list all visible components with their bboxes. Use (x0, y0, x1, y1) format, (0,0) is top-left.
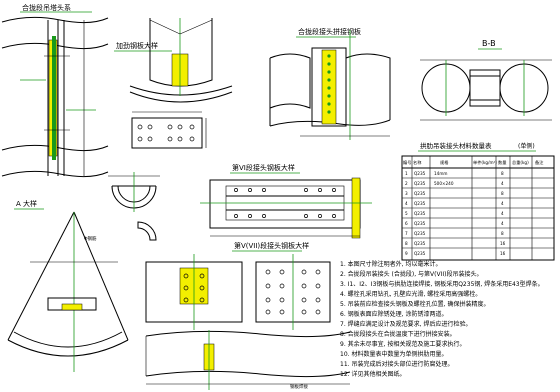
weld-note-label: 钢板焊接 (290, 383, 308, 390)
table-cell: 5 (405, 211, 408, 216)
note-line: 4. 螺栓孔采用钻孔, 孔壁应光滑, 螺栓采用高强螺栓。 (340, 290, 481, 298)
notes-block: 1. 本图尺寸除注明者外, 均以毫米计。 2. 合拢段吊装接头 (合拢段), 与… (340, 260, 544, 378)
table-cell: Q235 (414, 171, 426, 176)
table-cell: 7 (405, 231, 408, 236)
section-title: B-B (482, 39, 496, 48)
table-header-cell: 规格 (440, 159, 449, 166)
table-header-cell: 单件(kg/m²) (473, 159, 497, 166)
table-cell: Q235 (414, 181, 426, 186)
table-header-cell: 名称 (413, 159, 421, 166)
note-line: 3. I1、I2、I3钢板与拱肋连接焊接, 钢板采用Q235钢, 焊条采用E43… (340, 280, 544, 288)
table-cell: 8 (405, 241, 408, 246)
table-cell: 4 (405, 201, 408, 206)
table-cell: 4 (501, 201, 504, 206)
saddle-section (108, 172, 160, 212)
table-cell: Q235 (414, 221, 426, 226)
note-line: 7. 焊缝应满足设计及规范要求, 焊后应进行检验。 (340, 320, 471, 328)
table-cell: 8 (501, 231, 504, 236)
plate-vi-detail: 第VI段接头钢板大样 (200, 163, 372, 239)
note-line: 8. 合拢段接头在合拢温度下进行拼接安装。 (340, 330, 456, 338)
table-header-cell: 数量 (498, 159, 506, 166)
note-line: 6. 钢板表面应除锈处理, 涂防锈漆两道。 (340, 310, 447, 318)
table-header-cell: 总重(kg) (512, 159, 529, 165)
table-cell: 16 (500, 251, 506, 256)
note-line: 5. 吊装前应检查接头钢板及螺栓孔位置, 确保拼装精度。 (340, 300, 489, 308)
detail-a: A 大样 Φ钢筋 (7, 199, 157, 372)
table-cell: 9 (405, 251, 408, 256)
plate-v-title: 第V(VII)段接头钢板大样 (234, 241, 309, 250)
table-cell: 8 (501, 171, 504, 176)
table-cell: 500×240 (434, 181, 454, 186)
note-line: 2. 合拢段吊装接头 (合拢段), 与第V(VII)段吊装接头。 (340, 270, 482, 278)
note-line: 10. 材料数量表中数量为单侧拱肋用量。 (340, 350, 447, 358)
plate-vi-title: 第VI段接头钢板大样 (232, 163, 295, 172)
table-cell: 14mm (434, 171, 448, 176)
splice-plate-title: 合拢段接头拼接钢板 (298, 27, 361, 36)
table-header-cell: 编号 (403, 159, 411, 166)
table-cell: 4 (501, 221, 504, 226)
table-cell: 1 (405, 171, 408, 176)
table-cell: 2 (405, 181, 408, 186)
stiffener-detail-title: 加劲钢板大样 (116, 41, 158, 50)
detail-a-title: A 大样 (16, 199, 37, 208)
section-b-b: B-B (420, 39, 552, 121)
note-line: 9. 其余未尽事宜, 按相关规范及施工要求执行。 (340, 340, 465, 348)
note-line: 1. 本图尺寸除注明者外, 均以毫米计。 (340, 260, 441, 268)
table-cell: Q235 (414, 231, 426, 236)
table-cell: 8 (501, 191, 504, 196)
material-table-unit: (单侧) (518, 142, 535, 150)
table-cell: Q235 (414, 251, 426, 256)
table-cell: Q235 (414, 201, 426, 206)
table-cell: 6 (405, 221, 408, 226)
table-header-cell: 备注 (535, 159, 544, 166)
note-line: 12. 详见其他相关图纸。 (340, 370, 405, 378)
guardrail-detail-title: 合拢段吊塔头系 (22, 3, 71, 12)
table-cell: 4 (501, 211, 504, 216)
welded-bar-label: Φ钢筋 (84, 235, 97, 242)
material-table: 拱肋吊装接头材料数量表 (单侧) 编号 名称 规格 单件(kg/m²) 数量 总… (401, 141, 555, 261)
material-table-title: 拱肋吊装接头材料数量表 (420, 141, 492, 150)
table-cell: Q235 (414, 211, 426, 216)
table-cell: Q235 (414, 191, 426, 196)
stiffener-detail: 加劲钢板大样 (114, 18, 233, 149)
table-cell: 16 (500, 241, 506, 246)
table-cell: 3 (405, 191, 408, 196)
note-line: 11. 吊装完成后对接头部位进行防腐处理。 (340, 360, 453, 368)
splice-plate-plan: 合拢段接头拼接钢板 (269, 27, 391, 140)
plate-v-detail: 第V(VII)段接头钢板大样 钢板焊接 (145, 241, 351, 390)
table-cell: 4 (501, 181, 504, 186)
table-cell: Q235 (414, 241, 426, 246)
tube-elevation-view: 合拢段吊塔头系 (1, 3, 109, 178)
